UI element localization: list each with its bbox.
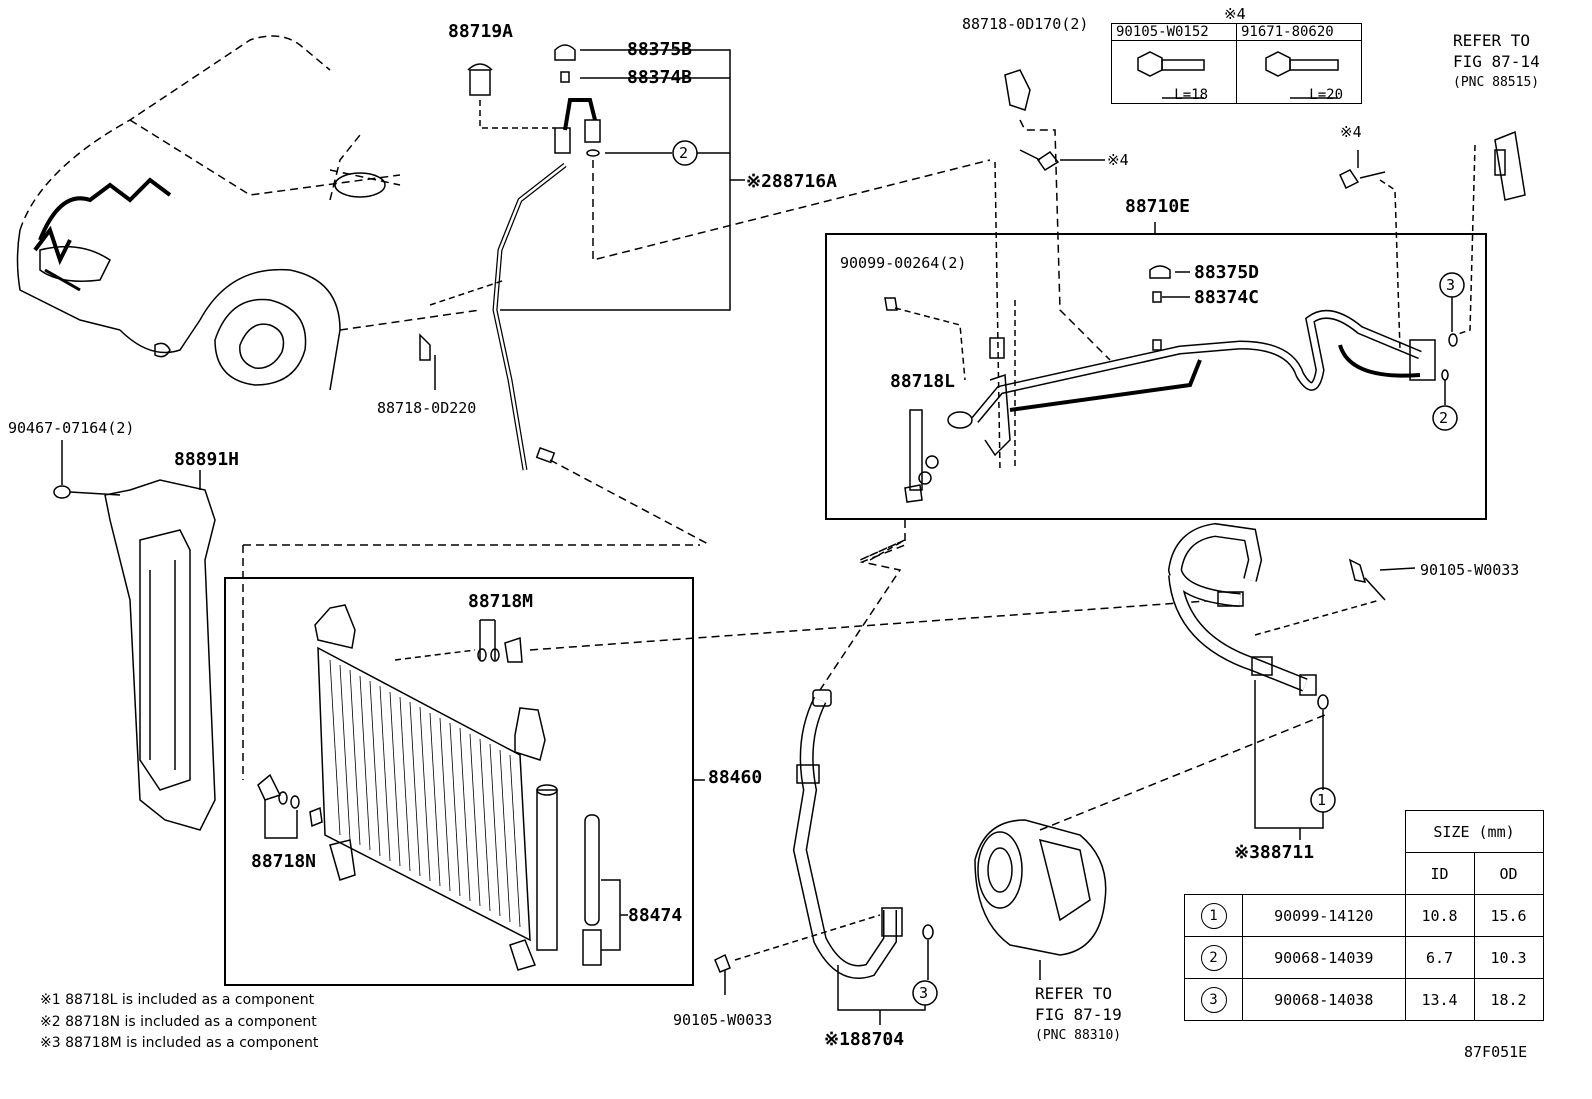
- leader-lines-top: [419, 49, 991, 546]
- size-part: 90099-14120: [1242, 894, 1406, 937]
- size-col-od: OD: [1473, 852, 1544, 895]
- label-88374c: 88374C: [1194, 287, 1260, 308]
- figure-code: 87F051E: [1464, 1043, 1528, 1061]
- size-part: 90068-14038: [1242, 978, 1406, 1021]
- label-88716a: ※288716A: [746, 171, 837, 192]
- label-88718n: 88718N: [251, 851, 317, 872]
- callout-1: 1: [1317, 791, 1327, 809]
- refer-fig-87-19-line1: REFER TO: [1035, 984, 1113, 1003]
- discharge-pipe-88716a: [467, 44, 601, 471]
- refer-fig-87-14-pnc: (PNC 88515): [1453, 75, 1540, 90]
- label-88375b: 88375B: [627, 39, 693, 60]
- note-3: ※3 88718M is included as a component: [40, 1035, 319, 1051]
- bolt-table: 90105-W0152 91671-80620 L=18 L=20: [1111, 23, 1362, 104]
- hose-88704: [714, 689, 934, 1025]
- note-1: ※1 88718L is included as a component: [40, 992, 315, 1008]
- refer-fig-87-19-line2: FIG 87-19: [1035, 1005, 1122, 1024]
- clip-88718-0d170: [1004, 69, 1386, 190]
- label-88718l: 88718L: [890, 371, 956, 392]
- label-88711: ※388711: [1234, 842, 1315, 863]
- label-88374b: 88374B: [627, 67, 693, 88]
- refer-fig-87-14: REFER TO FIG 87-14 (PNC 88515): [1453, 30, 1540, 93]
- bolt-table-title: ※4: [1224, 5, 1246, 23]
- callout-2-box: 2: [1439, 409, 1449, 427]
- size-ref: 3: [1200, 986, 1227, 1013]
- refer-fig-87-14-line2: FIG 87-14: [1453, 52, 1540, 71]
- size-part: 90068-14039: [1242, 936, 1406, 979]
- size-ref: 2: [1200, 944, 1227, 971]
- size-od: 15.6: [1473, 894, 1544, 937]
- label-90105-w0033-left: 90105-W0033: [673, 1011, 773, 1029]
- label-88710e: 88710E: [1125, 196, 1191, 217]
- label-88718-0d170: 88718-0D170(2): [962, 15, 1089, 33]
- label-88375d: 88375D: [1194, 262, 1260, 283]
- label-88474: 88474: [628, 905, 683, 926]
- size-id: 6.7: [1404, 936, 1475, 979]
- callout-2-top: 2: [679, 144, 689, 162]
- label-90105-w0033-right: 90105-W0033: [1420, 561, 1520, 579]
- assembly-box-88710e: [819, 119, 1487, 691]
- size-row: 1 90099-14120 10.8 15.6: [1184, 894, 1544, 937]
- refer-fig-87-14-line1: REFER TO: [1453, 31, 1531, 50]
- label-90099-00264: 90099-00264(2): [840, 254, 967, 272]
- label-88460: 88460: [708, 767, 763, 788]
- label-88891h: 88891H: [174, 449, 240, 470]
- size-id: 10.8: [1404, 894, 1475, 937]
- label-star4-b: ※4: [1340, 123, 1362, 141]
- label-88704: ※188704: [824, 1029, 905, 1050]
- condenser-box-88460: [224, 544, 1221, 986]
- refer-fig-87-19-pnc: (PNC 88310): [1035, 1028, 1122, 1043]
- size-row: 3 90068-14038 13.4 18.2: [1184, 978, 1544, 1021]
- size-header: SIZE (mm): [1404, 810, 1544, 853]
- size-col-id: ID: [1404, 852, 1475, 895]
- bolt-length-2: L=20: [1236, 40, 1362, 104]
- bolt-part-1: 90105-W0152: [1111, 23, 1237, 41]
- label-88719a: 88719A: [448, 21, 514, 42]
- hose-88711: [1167, 522, 1416, 840]
- bolt-length-1: L=18: [1111, 40, 1237, 104]
- label-88718-0d220: 88718-0D220: [377, 399, 477, 417]
- size-od: 10.3: [1473, 936, 1544, 979]
- o-ring-size-table: SIZE (mm) ID OD 1 90099-14120 10.8 15.6 …: [1184, 810, 1544, 1021]
- size-ref: 1: [1200, 902, 1227, 929]
- vehicle-front-illustration: [16, 35, 481, 391]
- expansion-valve-88515: [1494, 130, 1526, 201]
- note-2: ※2 88718N is included as a component: [40, 1014, 317, 1030]
- size-id: 13.4: [1404, 978, 1475, 1021]
- air-guide-88891h: [53, 440, 216, 831]
- size-od: 18.2: [1473, 978, 1544, 1021]
- callout-3-bottom: 3: [919, 984, 929, 1002]
- size-row: 2 90068-14039 6.7 10.3: [1184, 936, 1544, 979]
- compressor: [974, 714, 1326, 980]
- label-90467-07164: 90467-07164(2): [8, 419, 135, 437]
- label-88718m: 88718M: [468, 591, 534, 612]
- bolt-part-2: 91671-80620: [1236, 23, 1362, 41]
- refer-fig-87-19: REFER TO FIG 87-19 (PNC 88310): [1035, 983, 1122, 1046]
- label-star4-a: ※4: [1107, 151, 1129, 169]
- callout-circles: [672, 140, 1465, 1006]
- callout-3-box: 3: [1446, 276, 1456, 294]
